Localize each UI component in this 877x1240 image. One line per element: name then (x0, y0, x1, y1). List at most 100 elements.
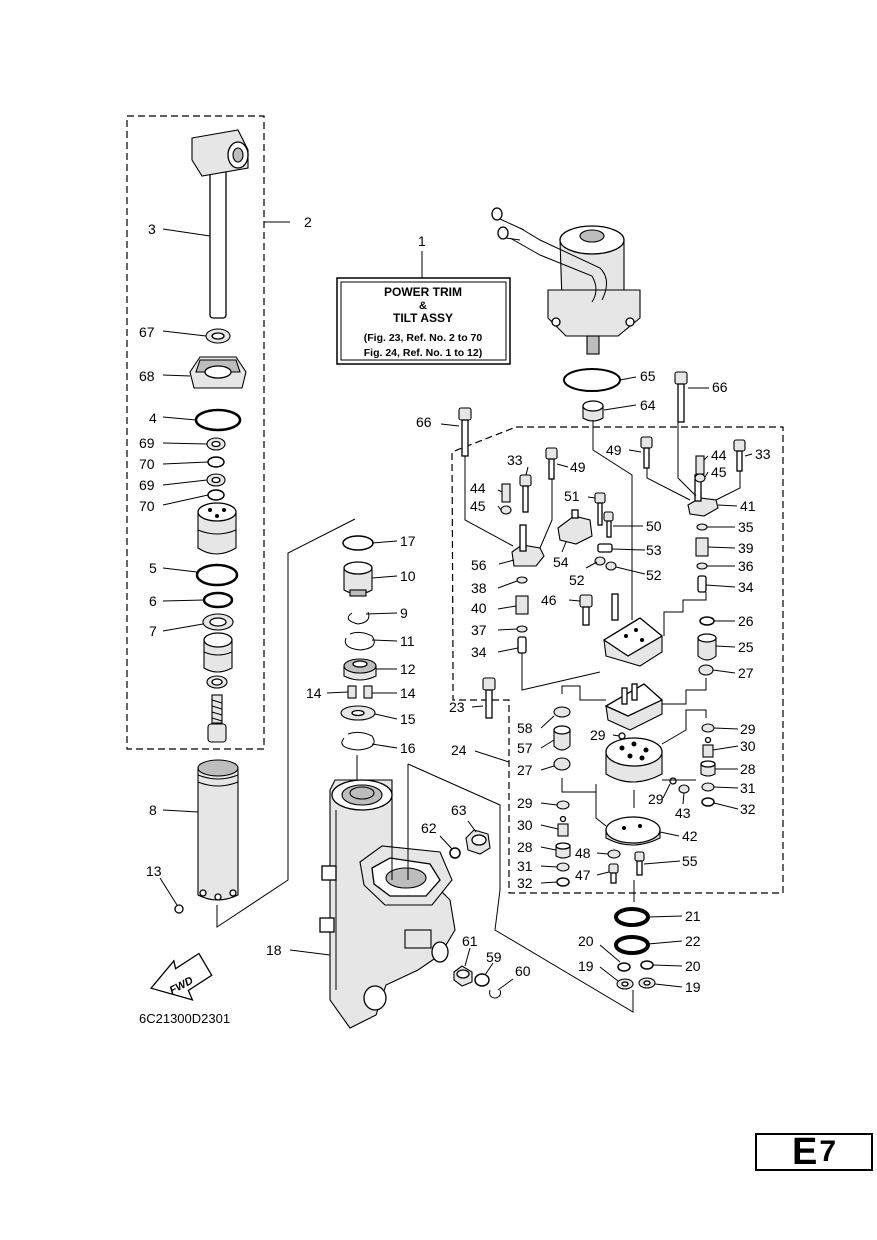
callout-38: 38 (471, 580, 487, 596)
callout-32a: 32 (517, 875, 533, 891)
callout-53: 53 (646, 542, 662, 558)
ball-29d-part (704, 736, 712, 744)
callout-37: 37 (471, 622, 487, 638)
callout-44b: 44 (711, 447, 727, 463)
seal-29c-part (556, 800, 570, 810)
callout-22: 22 (685, 933, 701, 949)
page-code-letter: E (791, 1131, 818, 1173)
bolt-23-part (482, 677, 496, 719)
callout-28a: 28 (517, 839, 533, 855)
callout-61: 61 (462, 933, 478, 949)
callout-23: 23 (449, 699, 465, 715)
manifold-lower-part (605, 737, 663, 783)
spring-30b-part (702, 744, 714, 758)
callout-30a: 30 (517, 817, 533, 833)
callout-24: 24 (451, 742, 467, 758)
bolt-66b-part (674, 371, 688, 423)
o-ring-4-part (194, 408, 242, 432)
callout-69b: 69 (139, 477, 155, 493)
callout-17: 17 (400, 533, 416, 549)
washer-37-part (516, 625, 528, 633)
callout-8: 8 (149, 802, 157, 818)
cap-12-part (343, 658, 377, 681)
callout-51: 51 (564, 488, 580, 504)
ball-13-part (174, 904, 184, 914)
snap-ring-11-part (344, 631, 375, 651)
ring-17-part (342, 535, 374, 551)
callout-7: 7 (149, 623, 157, 639)
callout-45b: 45 (711, 464, 727, 480)
callout-25: 25 (738, 639, 754, 655)
callout-43: 43 (675, 805, 691, 821)
seal-27b-part (698, 664, 714, 676)
callout-48: 48 (575, 845, 591, 861)
callout-34b: 34 (738, 579, 754, 595)
o-ring-20b-part (640, 960, 654, 970)
seal-48-part (607, 849, 621, 859)
page-code-box: E 7 (755, 1133, 873, 1171)
seal-58-part (553, 706, 571, 718)
callout-29d: 29 (740, 721, 756, 737)
piston-part (197, 502, 237, 555)
plug-28b-part (700, 760, 716, 777)
clip-60-part (489, 989, 501, 999)
callout-49b: 49 (606, 442, 622, 458)
callout-27b: 27 (738, 665, 754, 681)
callout-66b: 66 (712, 379, 728, 395)
callout-68: 68 (139, 368, 155, 384)
callout-69a: 69 (139, 435, 155, 451)
bolt-51-part (594, 492, 606, 526)
assembly-24-box (451, 426, 784, 894)
fwd-arrow: FWD (149, 952, 213, 1001)
washer-45b-part (694, 473, 706, 483)
valve-63-part (465, 829, 491, 855)
callout-65: 65 (640, 368, 656, 384)
trim-motor-part (491, 207, 641, 355)
callout-64: 64 (640, 397, 656, 413)
callout-14b: 14 (400, 685, 416, 701)
callout-62: 62 (421, 820, 437, 836)
washer-36-part (696, 562, 708, 570)
callout-18: 18 (266, 942, 282, 958)
pin-34a-part (517, 636, 527, 654)
assembly-2-box (126, 115, 265, 750)
seal-27a-part (553, 757, 571, 771)
washer-69a-part (206, 437, 226, 451)
ball-29b-part (669, 777, 677, 785)
washer-small-part (206, 675, 228, 689)
callout-29a: 29 (590, 727, 606, 743)
callout-44a: 44 (470, 480, 486, 496)
callout-20b: 20 (685, 958, 701, 974)
o-ring-5-part (195, 563, 239, 587)
clip-9-part (347, 611, 370, 625)
o-ring-59-part (474, 973, 490, 987)
callout-50: 50 (646, 518, 662, 534)
callout-34a: 34 (471, 644, 487, 660)
rod-pin-part (611, 593, 619, 621)
title-line-3: TILT ASSY (393, 311, 453, 325)
callout-15: 15 (400, 711, 416, 727)
callout-35: 35 (738, 519, 754, 535)
title-line-5: Fig. 24, Ref. No. 1 to 12) (364, 347, 482, 359)
callout-28b: 28 (740, 761, 756, 777)
valve-10-part (343, 561, 373, 597)
callout-labels: 1 2 3 67 68 4 69 70 69 70 5 6 7 8 13 17 … (139, 214, 771, 995)
ring-22-part (614, 935, 650, 955)
seal-7-part (202, 613, 234, 631)
callout-57: 57 (517, 740, 533, 756)
cylinder-cap-part (203, 632, 233, 673)
callout-4: 4 (149, 410, 157, 426)
callout-20a: 20 (578, 933, 594, 949)
callout-58: 58 (517, 720, 533, 736)
callout-14a: 14 (306, 685, 322, 701)
bolt-44b-part (695, 455, 705, 475)
callout-32b: 32 (740, 801, 756, 817)
callout-42: 42 (682, 828, 698, 844)
callout-49a: 49 (570, 459, 586, 475)
seal-31b-part (701, 782, 715, 792)
callout-10: 10 (400, 568, 416, 584)
bolt-33b-part (733, 439, 746, 472)
washer-38-part (516, 576, 528, 584)
o-ring-70a-part (207, 456, 225, 468)
